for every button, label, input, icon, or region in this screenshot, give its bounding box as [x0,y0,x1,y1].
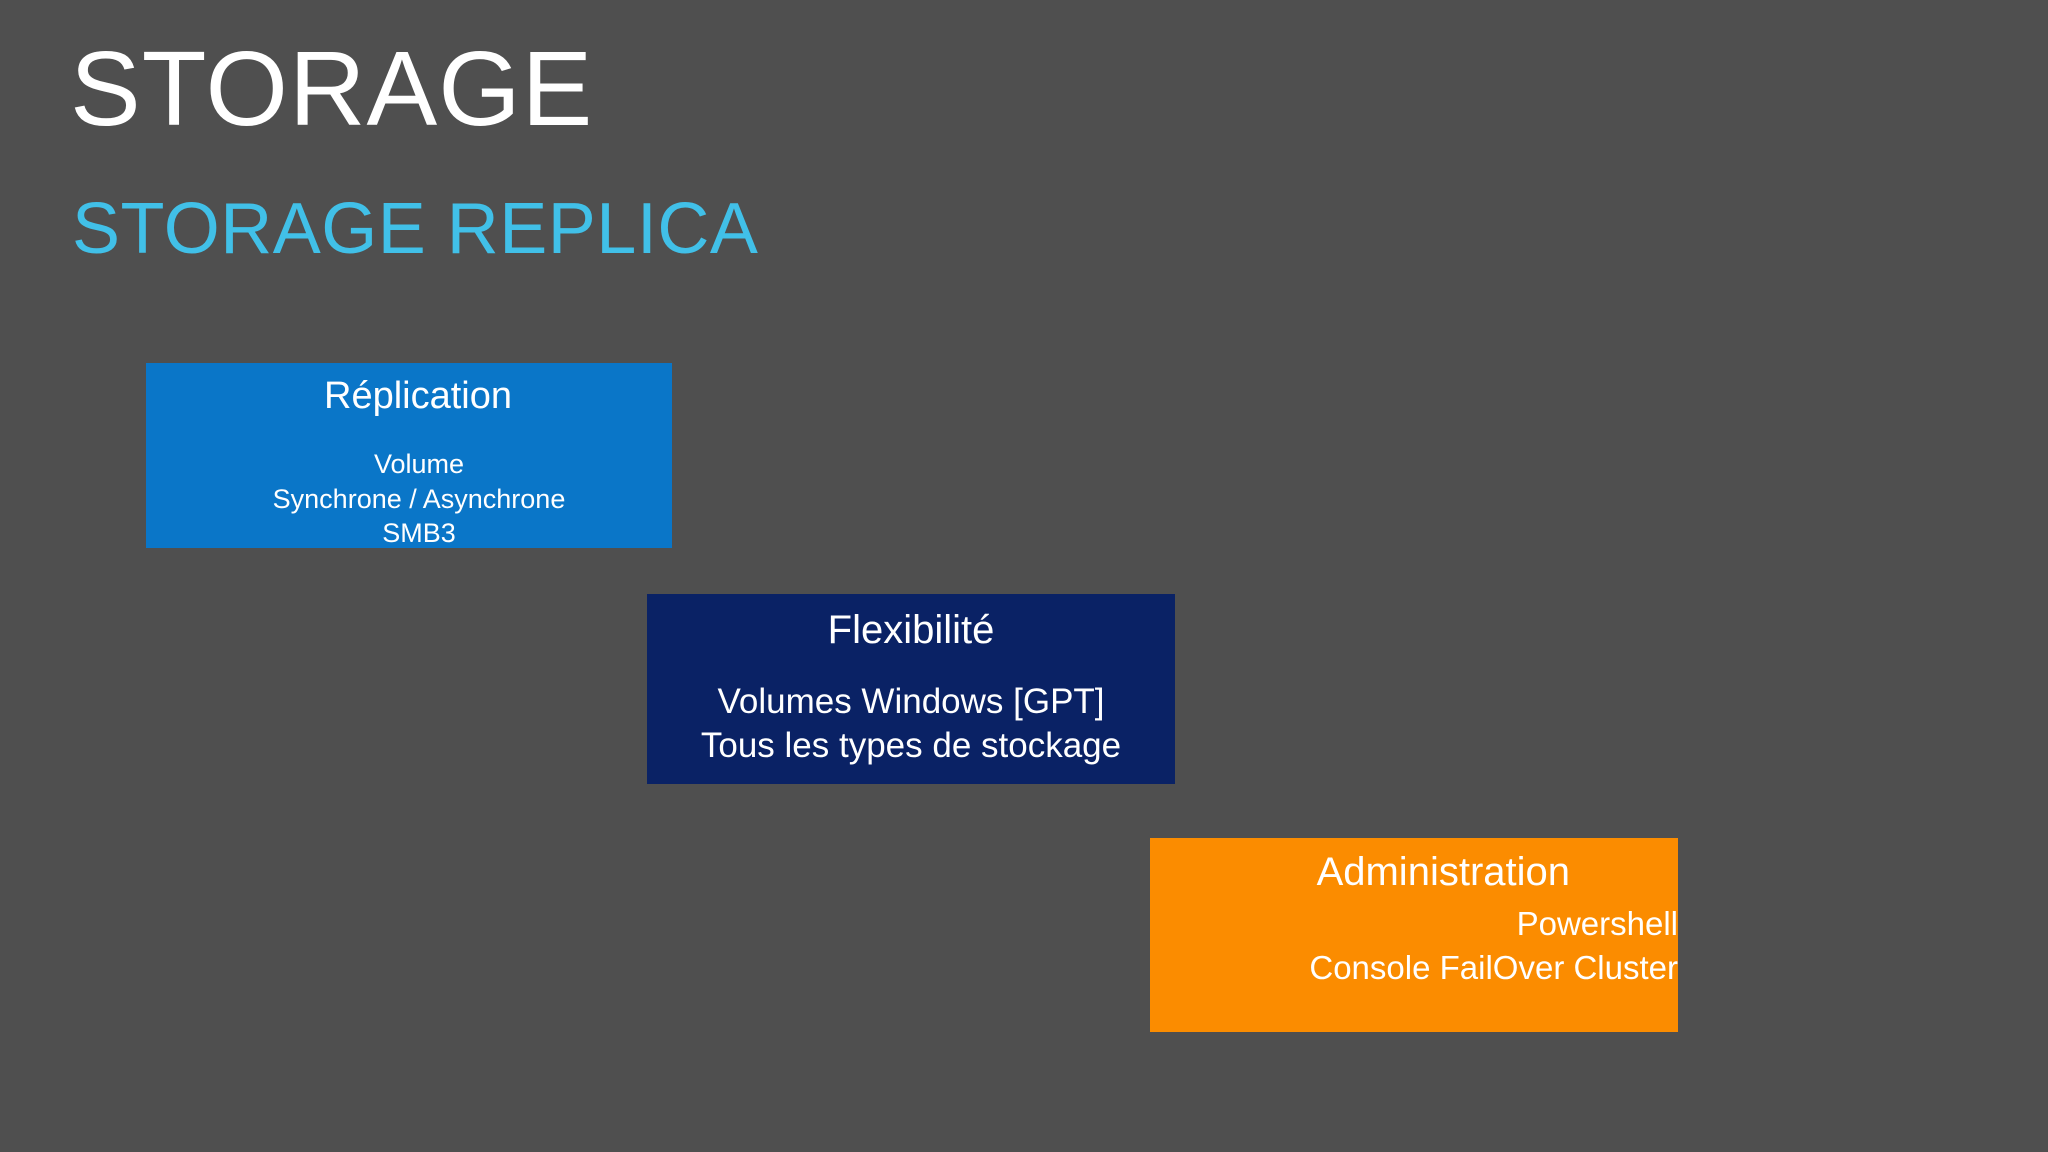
card-replication-line-1: Volume [373,449,465,479]
card-flexibility: Flexibilité Volumes Windows [GPT] Tous l… [647,594,1175,784]
card-replication-body: Volume Synchrone / Asynchrone SMB3 [146,415,672,551]
card-administration-title: Administration [1316,850,1570,894]
card-flexibility-body: Volumes Windows [GPT] Tous les types de … [647,650,1175,768]
card-administration-line-1: Powershell [1516,905,1678,942]
card-flexibility-line-1: Volumes Windows [GPT] [717,682,1105,721]
card-replication-line-2: Synchrone / Asynchrone [272,483,566,514]
card-flexibility-title: Flexibilité [827,608,995,652]
page-subtitle: STORAGE REPLICA [72,189,759,269]
card-replication-title: Réplication [324,375,512,417]
card-flexibility-line-2: Tous les types de stockage [700,726,1122,766]
page-title: STORAGE [70,30,594,148]
card-replication: Réplication Volume Synchrone / Asynchron… [146,363,672,548]
card-administration-body: Powershell Console FailOver Cluster [1150,892,1678,990]
card-replication-line-3: SMB3 [382,518,456,549]
card-administration-line-2: Console FailOver Cluster [1309,949,1678,987]
card-administration: Administration Powershell Console FailOv… [1150,838,1678,1032]
